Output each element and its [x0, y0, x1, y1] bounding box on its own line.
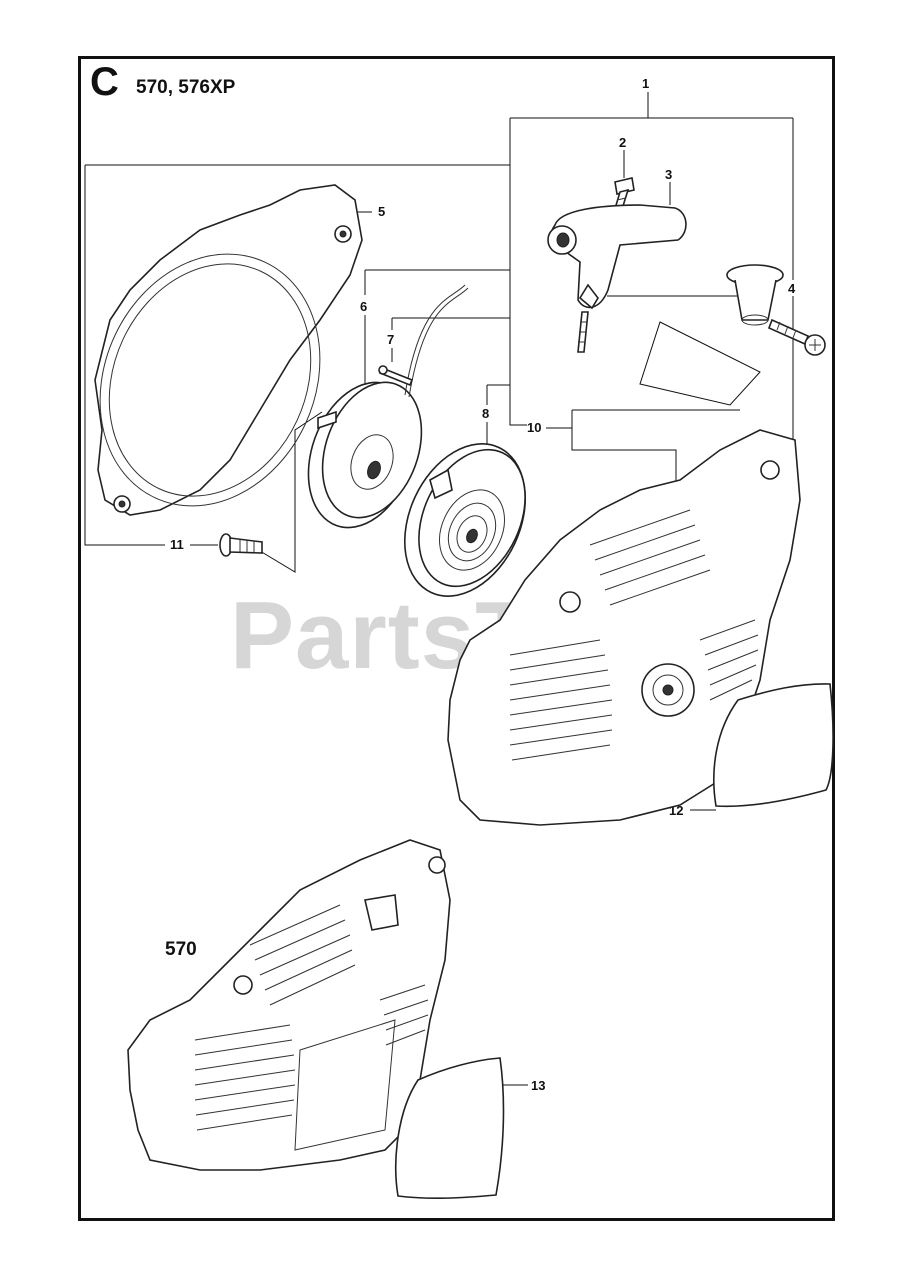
callout-13: 13 — [531, 1078, 545, 1093]
callout-10: 10 — [527, 420, 541, 435]
decal — [713, 683, 834, 808]
callout-6: 6 — [360, 299, 367, 314]
section-letter: C — [90, 60, 119, 104]
callout-7: 7 — [387, 332, 394, 347]
pulley-screw — [378, 365, 414, 387]
rope-guide-bushing — [726, 264, 784, 326]
fan-cover-plate — [94, 184, 363, 516]
callout-11: 11 — [170, 537, 184, 552]
shoulder-screw — [219, 533, 263, 557]
callout-1: 1 — [642, 76, 649, 91]
decal-570 — [394, 1057, 505, 1200]
starter-handle — [547, 204, 687, 353]
callout-4: 4 — [788, 281, 796, 296]
callout-3: 3 — [665, 167, 672, 182]
diagram-frame — [78, 56, 835, 1221]
variant-label: 570 — [165, 939, 197, 960]
callout-2: 2 — [619, 135, 626, 150]
mounting-screw — [767, 318, 826, 356]
starter-housing-570 — [127, 839, 451, 1171]
starter-housing — [447, 429, 801, 826]
rope-pulley — [307, 284, 469, 529]
recoil-spring-cassette — [403, 443, 527, 597]
callout-5: 5 — [378, 204, 385, 219]
callout-8: 8 — [482, 406, 489, 421]
section-models: 570, 576XP — [136, 77, 236, 98]
